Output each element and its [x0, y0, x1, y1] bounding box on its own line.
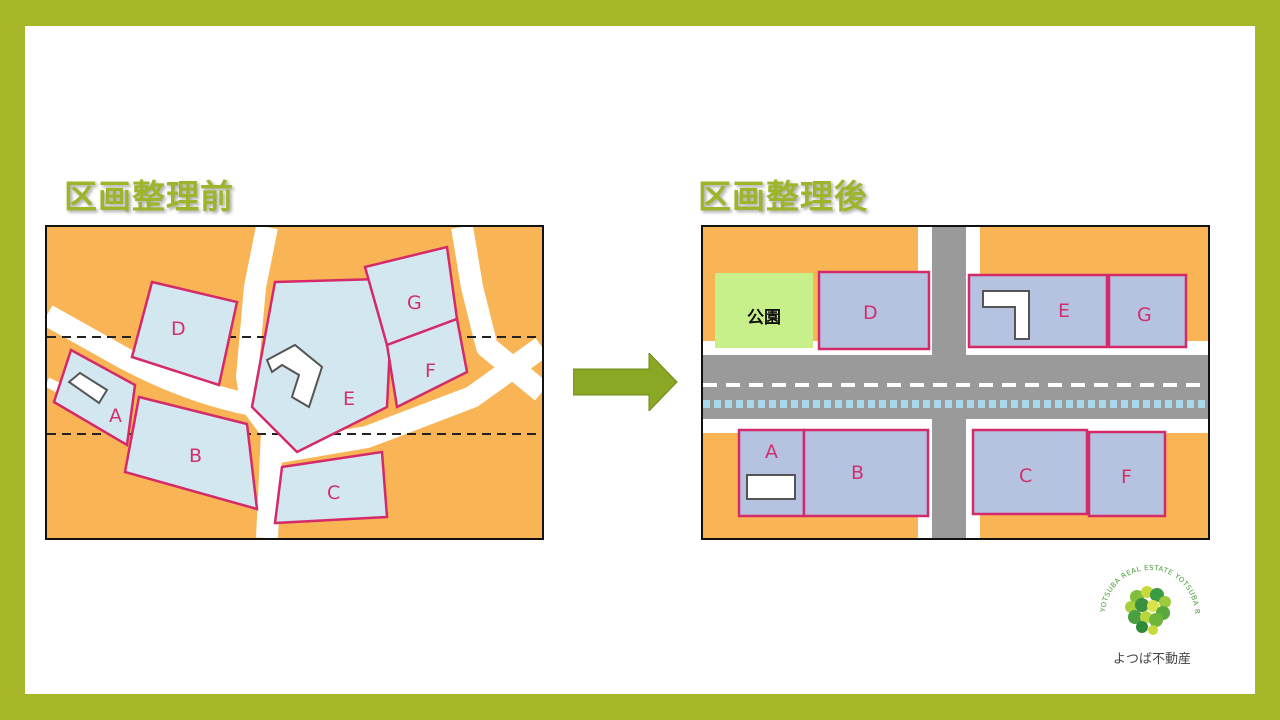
- lot-label-e-after: E: [1058, 300, 1070, 322]
- lot-label-d-after: D: [863, 302, 878, 324]
- road-north: [236, 227, 278, 407]
- lot-a-after: [737, 428, 806, 518]
- lot-label-c-after: C: [1019, 465, 1032, 487]
- lot-d-before: [130, 280, 239, 387]
- lot-d-after: [817, 270, 931, 351]
- lot-b-before: [123, 395, 259, 511]
- lot-label-e-before: E: [343, 388, 355, 410]
- lot-label-g-before: G: [407, 292, 422, 314]
- lot-g-after: [1107, 273, 1188, 349]
- lot-label-b-before: B: [189, 445, 202, 467]
- building-icon-before-a: [67, 371, 109, 405]
- transition-arrow-icon: [573, 353, 678, 411]
- before-lots: [52, 245, 469, 525]
- before-map: D A B E G F C: [45, 225, 544, 540]
- lot-c-before: [273, 450, 389, 525]
- lot-label-g-after: G: [1137, 304, 1152, 326]
- logo-name: よつば不動産: [1113, 651, 1191, 667]
- after-title: 区画整理後: [698, 177, 868, 216]
- lot-c-after: [971, 428, 1089, 516]
- road-vertical: [932, 227, 966, 538]
- lot-label-f-before: F: [425, 360, 436, 382]
- clover-icon: [1125, 586, 1171, 635]
- before-map-drawing: D A B E G F C: [47, 227, 542, 538]
- park-area: [715, 273, 813, 348]
- lot-label-d-before: D: [171, 318, 186, 340]
- building-icon-after-a: [746, 474, 796, 500]
- lot-label-a-before: A: [109, 405, 122, 427]
- lot-f-before: [385, 317, 469, 409]
- building-icon-before-e: [265, 343, 324, 409]
- park-label: 公園: [747, 308, 781, 328]
- lot-label-c-before: C: [327, 482, 340, 504]
- before-title: 区画整理前: [64, 177, 234, 216]
- after-map-drawing: 公園 D E G A B C F: [703, 227, 1208, 538]
- after-lots: [737, 270, 1188, 518]
- lot-label-f-after: F: [1121, 466, 1132, 488]
- lot-b-after: [802, 428, 930, 518]
- building-icon-after-e: [982, 290, 1030, 340]
- company-logo: YOTSUBA REAL ESTATE YOTSUBA REAL ESTATE …: [1085, 545, 1201, 667]
- lot-f-after: [1087, 430, 1167, 518]
- lot-e-after: [967, 273, 1109, 349]
- after-map: 公園 D E G A B C F: [701, 225, 1210, 540]
- road-northeast: [451, 227, 542, 401]
- lot-label-b-after: B: [851, 462, 864, 484]
- lot-label-a-after: A: [765, 441, 778, 463]
